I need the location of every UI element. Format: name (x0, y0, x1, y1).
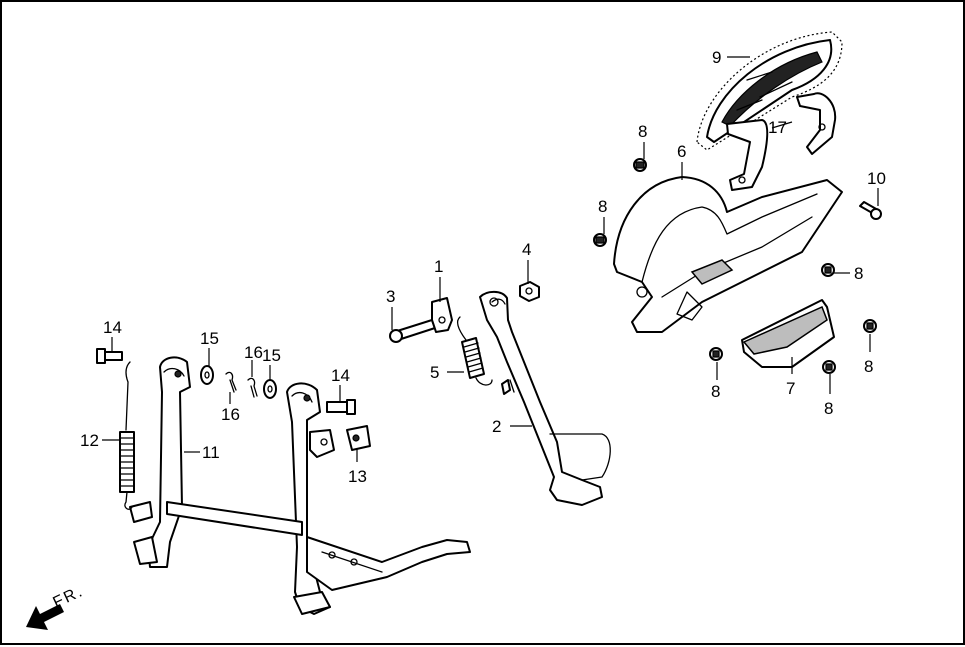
front-label: FR. (51, 583, 87, 612)
callout-15-a: 15 (200, 329, 219, 348)
spring-part-12 (119, 361, 135, 510)
nut-part-4 (519, 281, 540, 302)
bolt-part-10 (859, 201, 882, 220)
washer-part-15-right (263, 379, 277, 399)
cotter-pin-part-16-left (225, 371, 237, 393)
pivot-bolt-part-3 (389, 319, 436, 343)
callout-12: 12 (80, 431, 99, 450)
grab-rail-brackets-part-17 (726, 92, 837, 191)
side-stand-part-2 (479, 290, 611, 506)
splash-guard-part-7 (741, 299, 835, 368)
callout-13: 13 (348, 467, 367, 486)
callout-14-b: 14 (331, 366, 350, 385)
clip-nut-part-13 (346, 425, 371, 451)
callout-8-f: 8 (824, 399, 833, 418)
grab-rail-cover-part-9 (696, 31, 843, 151)
rear-fender-part-6 (613, 176, 843, 333)
main-stand-part-11 (129, 356, 471, 615)
spring-part-5 (456, 316, 493, 386)
callout-4: 4 (522, 240, 531, 259)
callout-16-a: 16 (244, 343, 263, 362)
callout-2: 2 (492, 417, 501, 436)
callout-16-b: 16 (221, 405, 240, 424)
leader-lines (102, 56, 879, 462)
callout-8-e: 8 (711, 382, 720, 401)
bolt-part-14-left (96, 348, 123, 364)
flange-bolts-part-8 (593, 158, 877, 374)
callout-14-a: 14 (103, 318, 122, 337)
callout-8-c: 8 (854, 264, 863, 283)
callout-8-a: 8 (638, 122, 647, 141)
callout-3: 3 (386, 287, 395, 306)
callout-7: 7 (786, 379, 795, 398)
washer-part-15-left (200, 365, 214, 385)
callout-8-d: 8 (864, 357, 873, 376)
front-arrow-icon (26, 604, 64, 630)
callout-1: 1 (434, 257, 443, 276)
front-direction-indicator: FR. (26, 583, 86, 630)
callout-10: 10 (867, 169, 886, 188)
bolt-part-14-right (326, 399, 356, 415)
callout-5: 5 (430, 363, 439, 382)
callout-labels: 1 2 3 4 5 6 7 8 8 8 8 8 8 8 9 10 11 12 1… (80, 48, 886, 486)
callout-15-b: 15 (262, 346, 281, 365)
callout-9: 9 (712, 48, 721, 67)
cotter-pin-part-16-right (247, 377, 258, 398)
callout-6: 6 (677, 142, 686, 161)
callout-17: 17 (768, 118, 787, 137)
callout-11: 11 (202, 443, 220, 462)
bracket-part-1 (431, 297, 453, 333)
callout-8-b: 8 (598, 197, 607, 216)
